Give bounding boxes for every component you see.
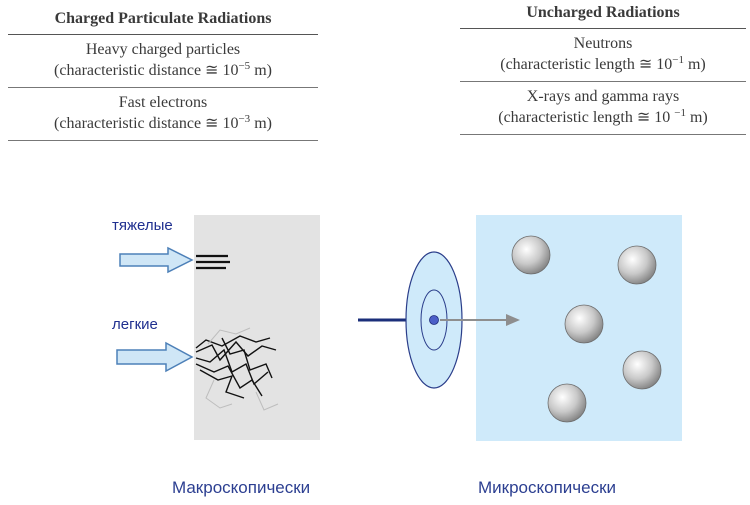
row-name: Neutrons <box>573 35 633 52</box>
atom <box>564 304 604 344</box>
heavy-particle-tracks <box>196 254 230 270</box>
row-detail: (characteristic distance ≅ 10−3 m) <box>54 113 272 133</box>
transmitted-ray-arrowhead <box>506 314 520 326</box>
table-rule <box>8 140 318 141</box>
row-detail: (characteristic distance ≅ 10−5 m) <box>54 60 272 80</box>
table-rule <box>8 87 318 88</box>
row-detail: (characteristic length ≅ 10 −1 m) <box>498 107 708 127</box>
light-particles-label: легкие <box>112 316 158 333</box>
uncharged-table-header: Uncharged Radiations <box>526 4 680 21</box>
table-rule <box>460 134 746 135</box>
microscopic-caption: Микроскопически <box>478 478 617 497</box>
macroscopic-caption: Макроскопически <box>172 478 311 497</box>
beam-particle-dot <box>429 315 439 325</box>
table-rule <box>460 81 746 82</box>
atom <box>622 350 662 390</box>
heavy-particles-label: тяжелые <box>112 217 173 234</box>
table-row: Heavy charged particles (characteristic … <box>8 35 318 87</box>
light-particle-arrow <box>116 341 194 373</box>
atom <box>617 245 657 285</box>
atom-group <box>511 235 662 423</box>
row-detail: (characteristic length ≅ 10−1 m) <box>500 54 706 74</box>
light-particle-faint-tracks <box>205 327 279 411</box>
row-name: X-rays and gamma rays <box>526 88 680 105</box>
atom <box>547 383 587 423</box>
atom <box>511 235 551 275</box>
table-row: Fast electrons (characteristic distance … <box>8 88 318 140</box>
charged-radiations-table: Charged Particulate Radiations Heavy cha… <box>8 8 318 141</box>
light-particle-tracks <box>195 335 277 399</box>
table-row: X-rays and gamma rays (characteristic le… <box>460 82 746 134</box>
table-row: Neutrons (characteristic length ≅ 10−1 m… <box>460 29 746 81</box>
charged-table-header: Charged Particulate Radiations <box>54 10 272 27</box>
row-name: Fast electrons <box>118 94 208 111</box>
table-rule <box>8 34 318 35</box>
heavy-particle-arrow <box>119 246 194 274</box>
absorber-block <box>194 215 320 440</box>
table-rule <box>460 28 746 29</box>
uncharged-radiations-table: Uncharged Radiations Neutrons (character… <box>460 2 746 135</box>
row-name: Heavy charged particles <box>85 41 241 58</box>
